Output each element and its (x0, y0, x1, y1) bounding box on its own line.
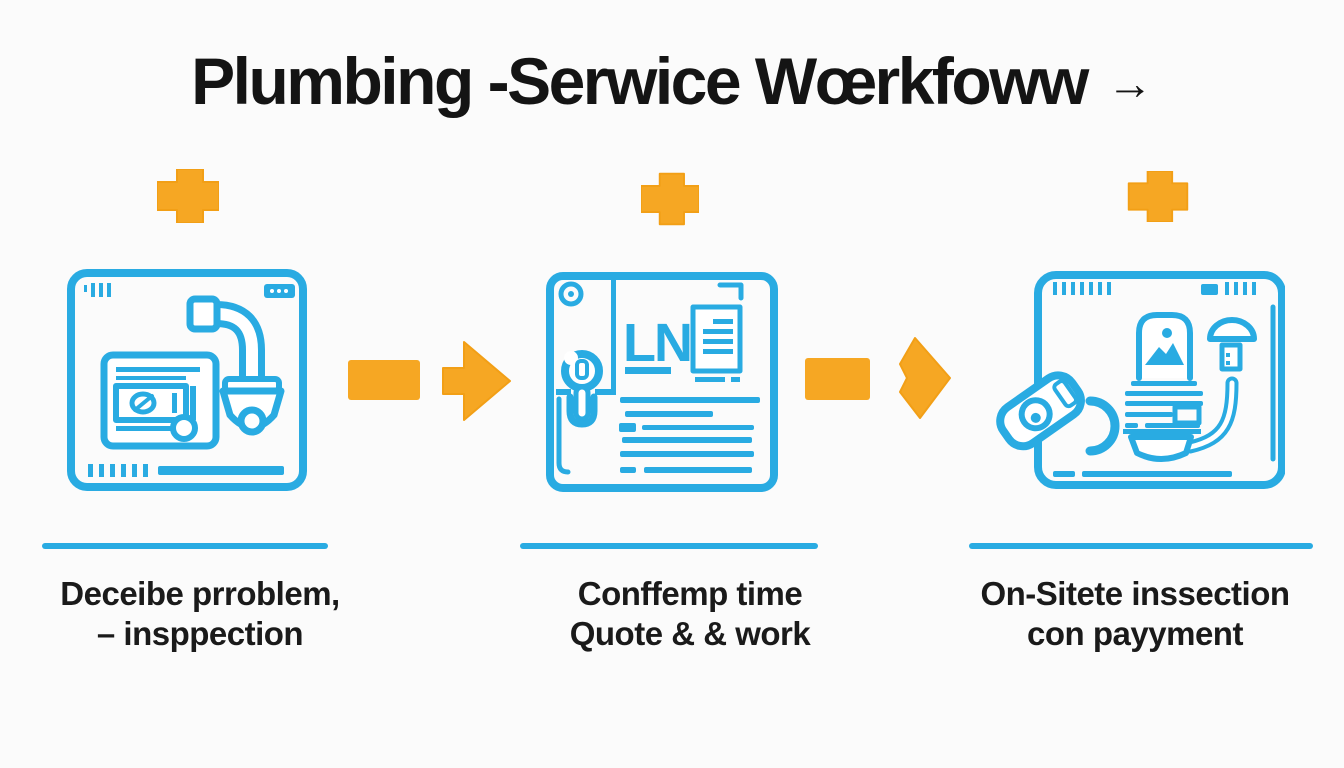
separator-line (42, 543, 328, 549)
caption-line: On-Sitete inssection (980, 575, 1290, 612)
sink-trap-icon (556, 389, 611, 475)
step1-caption: Deceibe prroblem, – insppection (10, 574, 390, 654)
crescent-icon (1085, 396, 1120, 456)
flow-arrow-bar (348, 360, 420, 400)
tick-marks-icon (1053, 282, 1111, 295)
caption-line: con payyment (1027, 615, 1243, 652)
caption-line: Quote & & work (569, 615, 811, 652)
page-title: Plumbing -Serwice Wœrkfoww → (0, 36, 1344, 126)
flow-arrow-bar (805, 358, 870, 400)
badge-and-ticks-icon (1201, 282, 1256, 295)
flow-arrow-icon (899, 337, 951, 419)
step2-panel-illustration: LN (546, 272, 778, 492)
plus-icon (641, 172, 699, 226)
caption-line: Conffemp time (577, 575, 803, 612)
pipe-icon (1183, 376, 1239, 454)
page-title-text: Plumbing -Serwice Wœrkfoww (191, 44, 1089, 118)
quote-text-lines (619, 397, 760, 473)
worker-arch-icon (1136, 312, 1193, 381)
panel-frame (546, 272, 778, 492)
wrench-icon (561, 350, 603, 422)
caption-line: – insppection (96, 615, 304, 652)
step2-caption: Conffemp time Quote & & work (500, 574, 880, 654)
plus-icon (1127, 171, 1189, 222)
panel-frame (67, 269, 307, 491)
inspection-camera-icon (996, 371, 1085, 451)
invoice-card-icon (100, 351, 220, 450)
badge-icon (264, 284, 295, 298)
panel-label-text: LN (623, 313, 691, 373)
arrow-right-icon: → (1106, 57, 1153, 109)
step3-panel-illustration (996, 271, 1285, 489)
separator-line (520, 543, 818, 549)
progress-marks-icon (1053, 471, 1232, 477)
pipe-icon (186, 295, 265, 397)
divider-line (611, 279, 616, 395)
document-icon (690, 304, 743, 382)
progress-marks-icon (88, 464, 284, 477)
faucet-head-icon (219, 376, 285, 436)
step3-caption: On-Sitete inssection con payyment (930, 574, 1340, 654)
label-underline (625, 367, 671, 374)
separator-line (969, 543, 1313, 549)
panel-frame (1034, 271, 1285, 489)
plus-icon (157, 169, 219, 223)
receipt-text-lines (1125, 381, 1203, 428)
record-circle-icon (558, 281, 584, 307)
fixture-base-icon (1123, 429, 1201, 462)
flow-arrow-icon (442, 341, 511, 421)
step1-panel-illustration (67, 269, 307, 491)
plunger-icon (1207, 317, 1257, 372)
tick-marks-icon (84, 283, 111, 297)
corner-bracket-icon (717, 282, 744, 301)
caption-line: Deceibe prroblem, (60, 575, 340, 612)
